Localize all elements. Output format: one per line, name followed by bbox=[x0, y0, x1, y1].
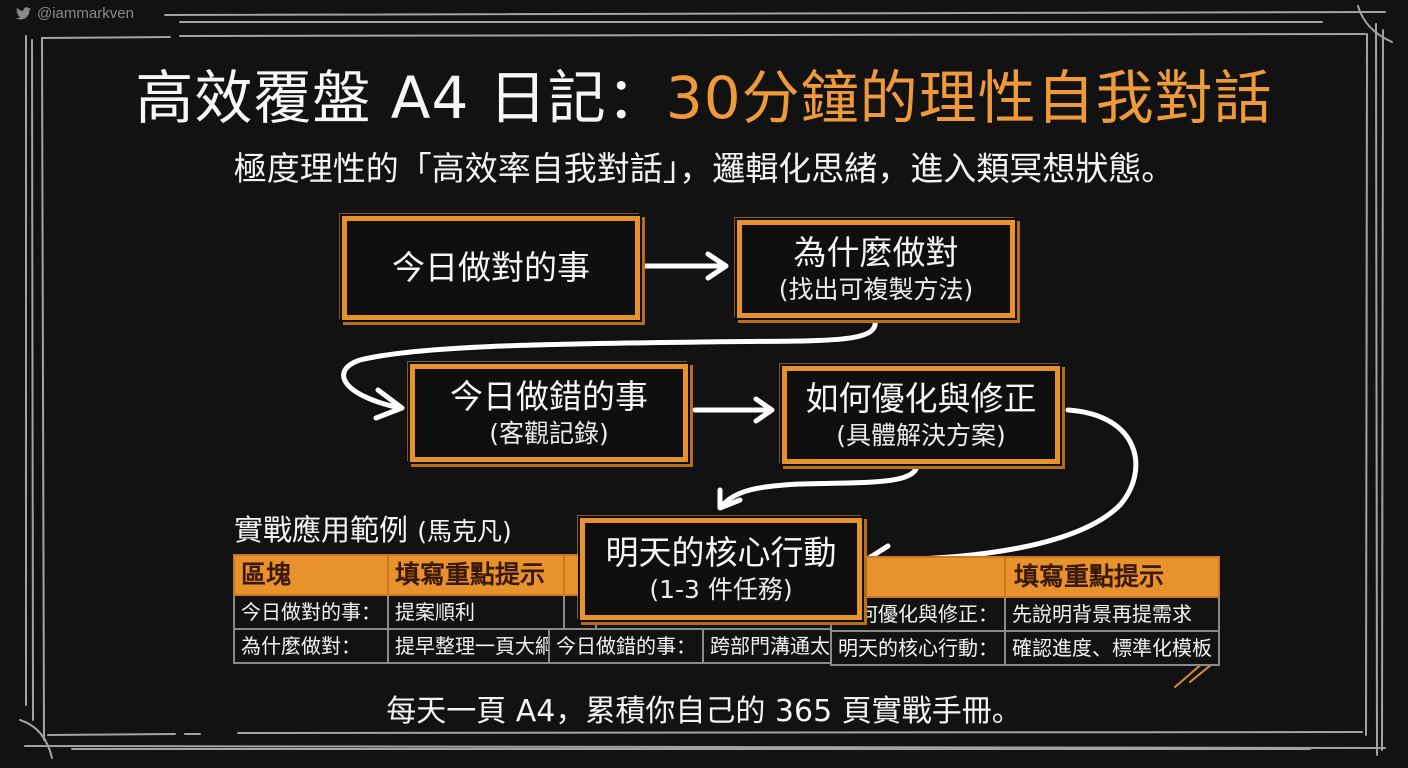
table-row: 如何優化與修正： 先說明背景再提需求 bbox=[830, 596, 1220, 632]
header-cell: 填寫重點提示 bbox=[387, 554, 565, 596]
step-3-title: 今日做錯的事 bbox=[450, 377, 648, 416]
row-label: 明天的核心行動： bbox=[830, 630, 1006, 666]
twitter-handle: @iammarkven bbox=[37, 5, 134, 22]
example-heading: 實戰應用範例 (馬克凡) bbox=[234, 510, 512, 552]
twitter-bird-icon bbox=[16, 7, 31, 20]
row-label: 今日做對的事： bbox=[233, 594, 389, 630]
step-5-title: 明天的核心行動 bbox=[605, 533, 837, 572]
table-header-row: 填寫重點提示 bbox=[830, 556, 1220, 598]
step-3-subtitle: (客觀記錄) bbox=[489, 419, 609, 448]
flow-step-5: 明天的核心行動 (1-3 件任務) bbox=[580, 518, 862, 620]
row-value: 確認進度、標準化模板 bbox=[1004, 630, 1220, 666]
step-2-title: 為什麼做對 bbox=[793, 233, 959, 272]
step-2-subtitle: (找出可複製方法) bbox=[778, 275, 974, 304]
step-5-subtitle: (1-3 件任務) bbox=[649, 575, 793, 604]
row-value: 提案順利 bbox=[387, 594, 565, 630]
page-title: 高效覆盤 A4 日記：30分鐘的理性自我對話 bbox=[0, 58, 1408, 138]
flow-step-2: 為什麼做對 (找出可複製方法) bbox=[737, 220, 1015, 318]
flow-step-3: 今日做錯的事 (客觀記錄) bbox=[410, 364, 688, 462]
header-cell: 填寫重點提示 bbox=[1004, 556, 1220, 598]
example-title: 實戰應用範例 bbox=[234, 513, 409, 547]
example-table-middle: 今日做錯的事： 跨部門溝通太急 bbox=[548, 628, 858, 664]
footer-tagline: 每天一頁 A4，累積你自己的 365 頁實戰手冊。 bbox=[386, 694, 1022, 729]
table-row: 明天的核心行動： 確認進度、標準化模板 bbox=[830, 630, 1220, 666]
row-value: 提早整理一頁大綱 bbox=[387, 628, 565, 664]
row-value: 先說明背景再提需求 bbox=[1004, 596, 1220, 632]
title-highlight: 30分鐘的理性自我對話 bbox=[665, 64, 1273, 132]
example-author: (馬克凡) bbox=[417, 517, 512, 546]
table-row: 為什麼做對： 提早整理一頁大綱 bbox=[233, 628, 596, 664]
author-credit: @iammarkven bbox=[16, 5, 134, 22]
page-subtitle: 極度理性的「高效率自我對話」，邏輯化思緒，進入類冥想狀態。 bbox=[233, 149, 1175, 188]
flow-step-1: 今日做對的事 bbox=[342, 216, 640, 320]
step-4-title: 如何優化與修正 bbox=[805, 379, 1037, 418]
example-table-left: 區塊 填寫重點提示 今日做對的事： 提案順利 為什麼做對： 提早整理一頁大綱 bbox=[233, 554, 597, 664]
arrow-4-to-5 bbox=[719, 459, 920, 509]
step-1-title: 今日做對的事 bbox=[392, 248, 590, 287]
flow-step-4: 如何優化與修正 (具體解決方案) bbox=[782, 366, 1060, 464]
table-header-row: 區塊 填寫重點提示 bbox=[233, 554, 597, 596]
table-row: 今日做對的事： 提案順利 bbox=[233, 594, 597, 630]
row-label: 為什麼做對： bbox=[233, 628, 389, 664]
table-row: 今日做錯的事： 跨部門溝通太急 bbox=[548, 628, 858, 664]
header-cell: 區塊 bbox=[233, 554, 389, 596]
row-label: 今日做錯的事： bbox=[548, 628, 704, 664]
example-table-right: 填寫重點提示 如何優化與修正： 先說明背景再提需求 明天的核心行動： 確認進度、… bbox=[830, 556, 1220, 666]
title-main: 高效覆盤 A4 日記： bbox=[135, 64, 666, 132]
step-4-subtitle: (具體解決方案) bbox=[836, 421, 1006, 450]
